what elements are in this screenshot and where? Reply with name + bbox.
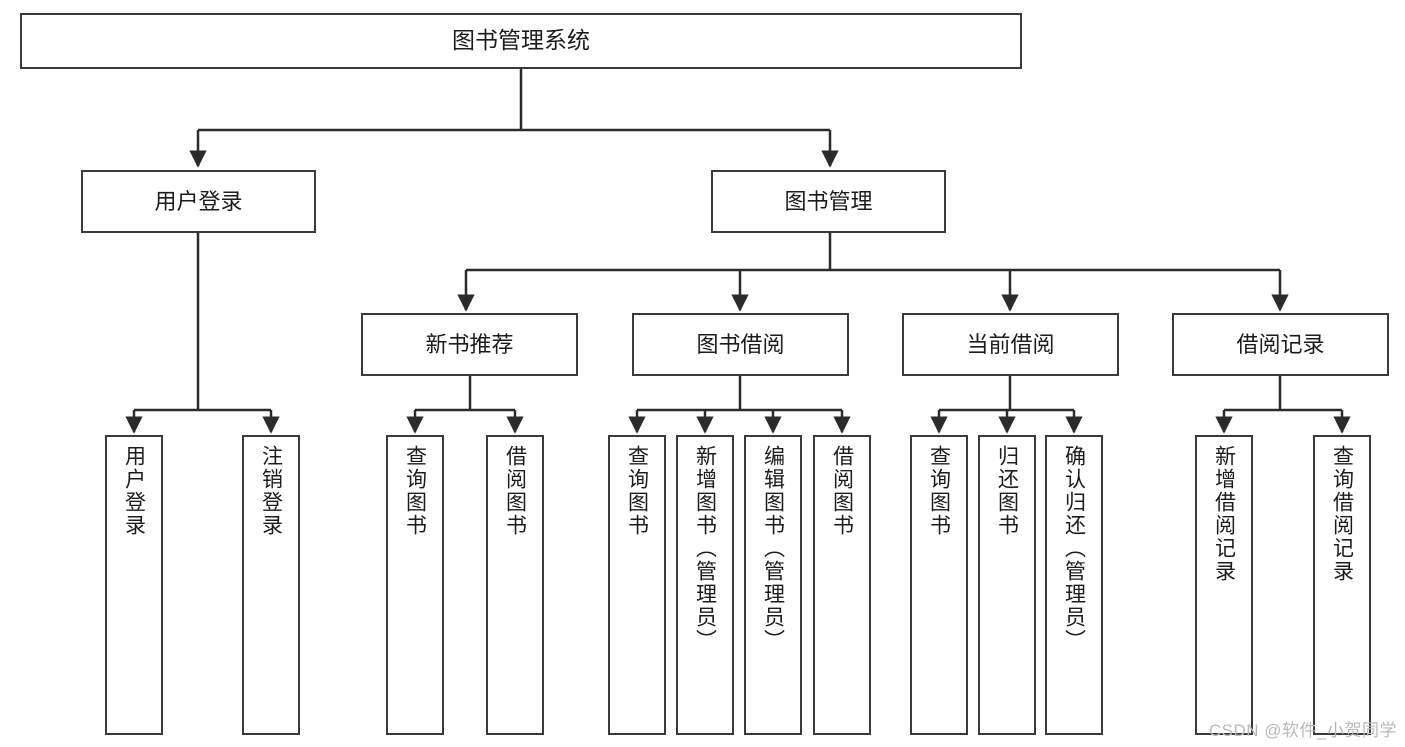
node-book-manage-label: 图书管理: [784, 188, 873, 214]
watermark-text: CSDN @软件_小贺同学: [1208, 721, 1397, 740]
node-new-book-recommend-label: 新书推荐: [425, 331, 514, 357]
node-leaf-query-book-2-label: 查询图书: [625, 445, 649, 537]
node-leaf-query-book-3-label: 查询图书: [927, 445, 951, 537]
node-leaf-return-book-label: 归还图书: [995, 445, 1019, 537]
node-new-book-recommend[interactable]: 新书推荐: [361, 313, 578, 376]
node-leaf-user-login-label: 用户登录: [122, 445, 146, 537]
node-leaf-add-book-label: 新增图书（管理员）: [693, 445, 717, 652]
node-leaf-query-book-2[interactable]: 查询图书: [608, 435, 666, 735]
node-borrow-record-label: 借阅记录: [1236, 331, 1325, 357]
node-leaf-borrow-book-1[interactable]: 借阅图书: [486, 435, 544, 735]
node-leaf-logout[interactable]: 注销登录: [242, 435, 300, 735]
node-leaf-edit-book-label: 编辑图书（管理员）: [761, 445, 785, 652]
node-book-borrow[interactable]: 图书借阅: [632, 313, 849, 376]
node-leaf-query-record[interactable]: 查询借阅记录: [1313, 435, 1371, 735]
node-leaf-borrow-book-2[interactable]: 借阅图书: [813, 435, 871, 735]
node-leaf-add-record-label: 新增借阅记录: [1212, 445, 1236, 583]
node-leaf-borrow-book-2-label: 借阅图书: [830, 445, 854, 537]
node-current-borrow[interactable]: 当前借阅: [902, 313, 1119, 376]
node-book-manage[interactable]: 图书管理: [711, 170, 946, 233]
node-leaf-return-book[interactable]: 归还图书: [978, 435, 1036, 735]
node-user-login[interactable]: 用户登录: [81, 170, 316, 233]
node-leaf-edit-book[interactable]: 编辑图书（管理员）: [744, 435, 802, 735]
node-leaf-query-book-1-label: 查询图书: [403, 445, 427, 537]
node-root-label: 图书管理系统: [452, 27, 590, 54]
node-leaf-query-record-label: 查询借阅记录: [1330, 445, 1354, 583]
node-leaf-add-book[interactable]: 新增图书（管理员）: [676, 435, 734, 735]
node-user-login-label: 用户登录: [154, 188, 243, 214]
node-book-borrow-label: 图书借阅: [696, 331, 785, 357]
node-leaf-logout-label: 注销登录: [259, 445, 283, 537]
node-leaf-add-record[interactable]: 新增借阅记录: [1195, 435, 1253, 735]
node-leaf-query-book-1[interactable]: 查询图书: [386, 435, 444, 735]
node-leaf-user-login[interactable]: 用户登录: [105, 435, 163, 735]
node-current-borrow-label: 当前借阅: [966, 331, 1055, 357]
node-borrow-record[interactable]: 借阅记录: [1172, 313, 1389, 376]
node-root[interactable]: 图书管理系统: [20, 13, 1022, 69]
node-leaf-confirm-return-label: 确认归还（管理员）: [1062, 445, 1086, 652]
node-leaf-borrow-book-1-label: 借阅图书: [503, 445, 527, 537]
node-leaf-query-book-3[interactable]: 查询图书: [910, 435, 968, 735]
node-leaf-confirm-return[interactable]: 确认归还（管理员）: [1045, 435, 1103, 735]
